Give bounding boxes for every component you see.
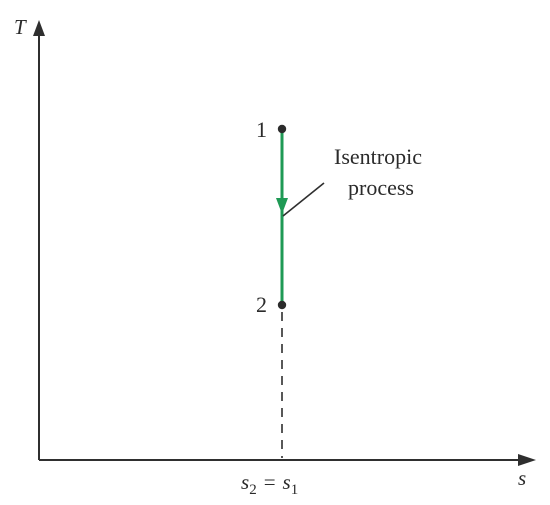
x-tick-s2-sub: 2: [249, 482, 257, 498]
annotation-line-1: Isentropic: [334, 144, 422, 169]
state-1-point: [277, 124, 287, 134]
x-tick-label: s2=s1: [241, 470, 298, 498]
state-1-label: 1: [256, 117, 267, 142]
t-axis-arrowhead: [33, 20, 45, 36]
annotation-line-2: process: [348, 175, 414, 200]
x-tick-s2-var: s: [241, 470, 249, 494]
x-tick-equals: =: [264, 470, 276, 494]
state-2-point: [277, 300, 287, 310]
x-tick-s1-var: s: [283, 470, 291, 494]
s-axis-label: s: [518, 466, 526, 490]
t-axis-label: T: [14, 15, 27, 39]
state-2-label: 2: [256, 292, 267, 317]
x-tick-s1-sub: 1: [291, 482, 299, 498]
process-direction-arrow: [276, 198, 288, 214]
annotation-leader-line: [282, 182, 325, 217]
s-axis-arrowhead: [518, 454, 536, 466]
